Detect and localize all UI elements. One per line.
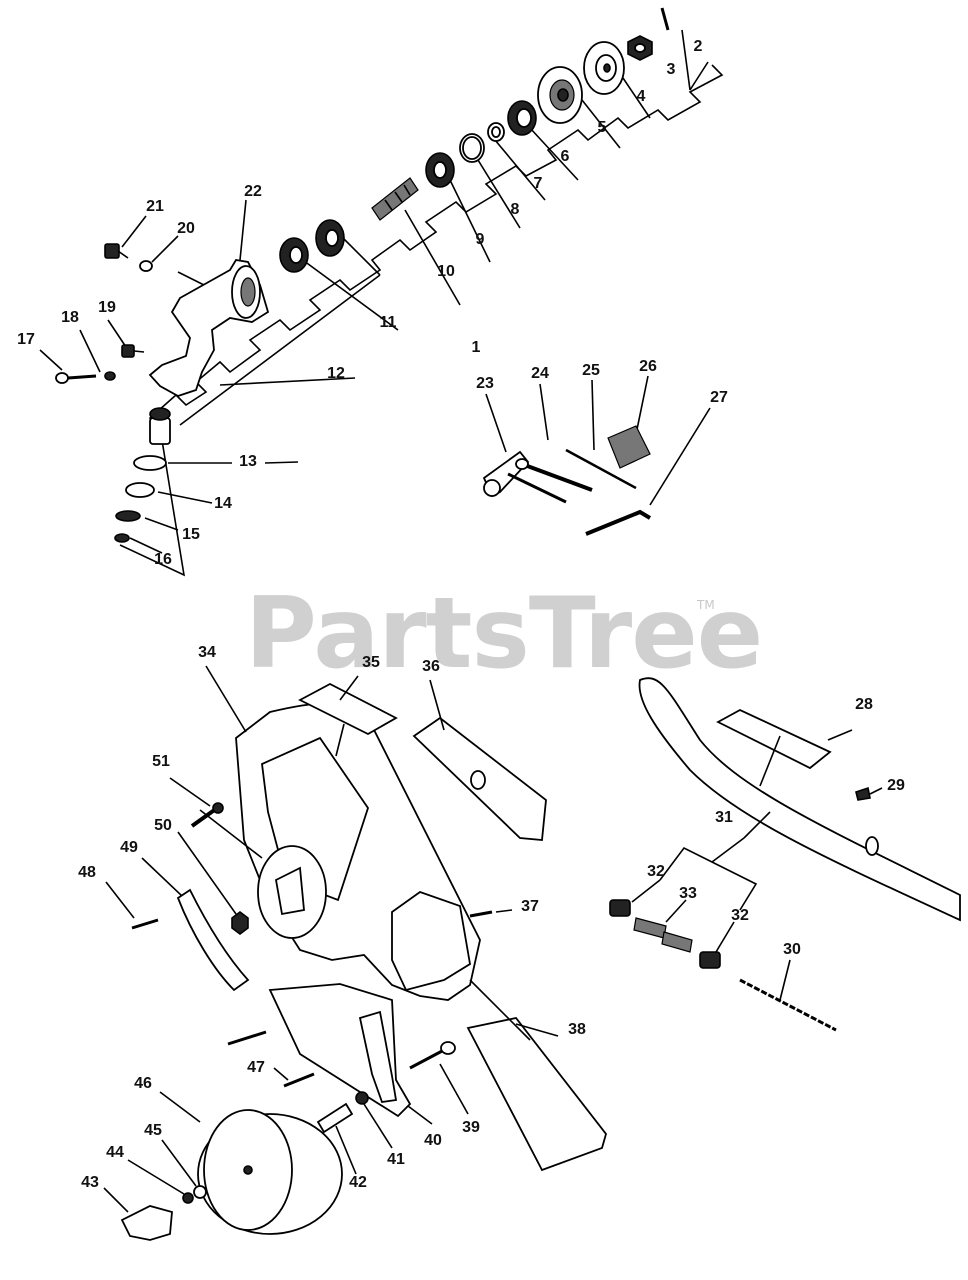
- callout-46: 46: [134, 1075, 152, 1092]
- callout-42: 42: [349, 1174, 367, 1191]
- callout-7: 7: [533, 175, 543, 192]
- callout-28: 28: [855, 696, 873, 713]
- callout-51: 51: [152, 753, 170, 770]
- callout-45: 45: [144, 1122, 162, 1139]
- callout-25: 25: [582, 362, 600, 379]
- callout-43: 43: [81, 1174, 99, 1191]
- callout-13: 13: [239, 453, 257, 470]
- callout-5: 5: [597, 119, 607, 136]
- callout-49: 49: [120, 839, 138, 856]
- callout-20: 20: [177, 220, 195, 237]
- callout-23: 23: [476, 375, 494, 392]
- callout-29: 29: [887, 777, 905, 794]
- callout-24: 24: [531, 365, 549, 382]
- callout-12: 12: [327, 365, 345, 382]
- callout-35: 35: [362, 654, 380, 671]
- callout-16: 16: [154, 551, 172, 568]
- callout-8: 8: [510, 201, 520, 218]
- trademark-mark: TM: [697, 598, 715, 612]
- callout-41: 41: [387, 1151, 405, 1168]
- callout-3: 3: [666, 61, 676, 78]
- callout-17: 17: [17, 331, 35, 348]
- callout-21: 21: [146, 198, 164, 215]
- callout-40: 40: [424, 1132, 442, 1149]
- callout-18: 18: [61, 309, 79, 326]
- callout-38: 38: [568, 1021, 586, 1038]
- callout-50: 50: [154, 817, 172, 834]
- callout-39: 39: [462, 1119, 480, 1136]
- callout-10: 10: [437, 263, 455, 280]
- callout-30: 30: [783, 941, 801, 958]
- callout-32-left: 32: [647, 863, 665, 880]
- callout-1: 1: [471, 339, 481, 356]
- callout-11: 11: [379, 314, 397, 331]
- callout-2: 2: [693, 38, 703, 55]
- gear-head-parts: [55, 7, 670, 543]
- callout-22: 22: [244, 183, 262, 200]
- callout-31: 31: [715, 809, 733, 826]
- callout-44: 44: [106, 1144, 124, 1161]
- callout-4: 4: [636, 88, 646, 105]
- callout-15: 15: [182, 526, 200, 543]
- callout-32-right: 32: [731, 907, 749, 924]
- callout-36: 36: [422, 658, 440, 675]
- callout-26: 26: [639, 358, 657, 375]
- callout-34: 34: [198, 644, 216, 661]
- callout-19: 19: [98, 299, 116, 316]
- shaft-parts: [609, 677, 961, 1032]
- callout-6: 6: [560, 148, 570, 165]
- callout-33: 33: [679, 885, 697, 902]
- edger-guard-parts: [103, 665, 607, 1241]
- callout-48: 48: [78, 864, 96, 881]
- callout-27: 27: [710, 389, 728, 406]
- callout-9: 9: [475, 231, 485, 248]
- tool-kit-parts: [482, 375, 711, 536]
- callout-37: 37: [521, 898, 539, 915]
- callout-47: 47: [247, 1059, 265, 1076]
- callout-14: 14: [214, 495, 232, 512]
- watermark-text: PartsTree: [245, 577, 763, 691]
